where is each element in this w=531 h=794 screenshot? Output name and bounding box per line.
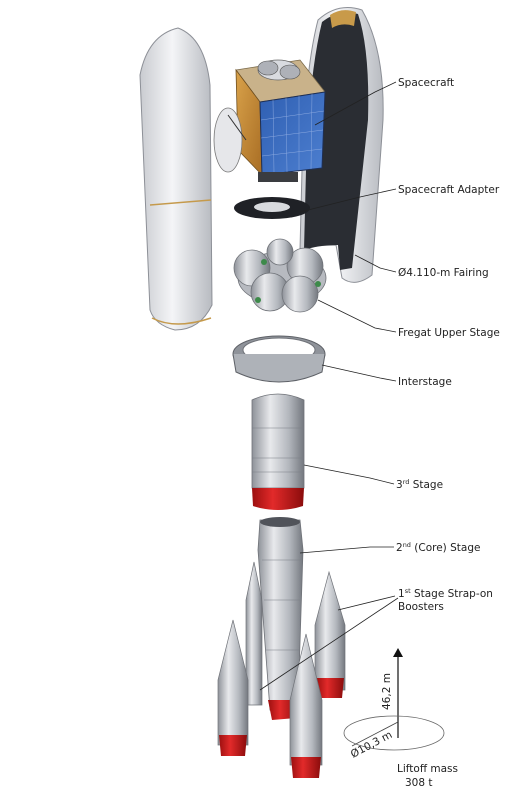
liftoff-mass-value: 308 t [405, 777, 433, 789]
leader-lines [259, 81, 399, 691]
diameter-dimension: Ø10,3 m [349, 729, 395, 761]
spacecraft [213, 59, 326, 182]
label-fairing: Ø4.110-m Fairing [398, 267, 489, 279]
interstage [232, 335, 326, 383]
core-stage-and-boosters [217, 517, 346, 778]
label-fregat-upper-stage: Fregat Upper Stage [398, 327, 500, 339]
label-third-stage: 3rd Stage [396, 478, 443, 491]
dimension-indicator: 46,2 m Ø10,3 m Liftoff mass 308 t [343, 648, 458, 789]
fairing-right-half [299, 7, 384, 283]
fairing-left-half [139, 27, 213, 331]
label-boosters: Boosters [398, 601, 444, 613]
label-first-stage: 1st Stage Strap-on [398, 587, 493, 600]
label-second-stage: 2nd (Core) Stage [396, 541, 480, 554]
liftoff-mass-label: Liftoff mass [397, 763, 458, 775]
label-interstage: Interstage [398, 376, 452, 388]
height-dimension: 46,2 m [381, 673, 393, 710]
label-spacecraft: Spacecraft [398, 77, 454, 89]
label-spacecraft-adapter: Spacecraft Adapter [398, 184, 500, 196]
third-stage [251, 393, 305, 510]
fregat-upper-stage [233, 238, 327, 313]
spacecraft-adapter [234, 197, 310, 219]
